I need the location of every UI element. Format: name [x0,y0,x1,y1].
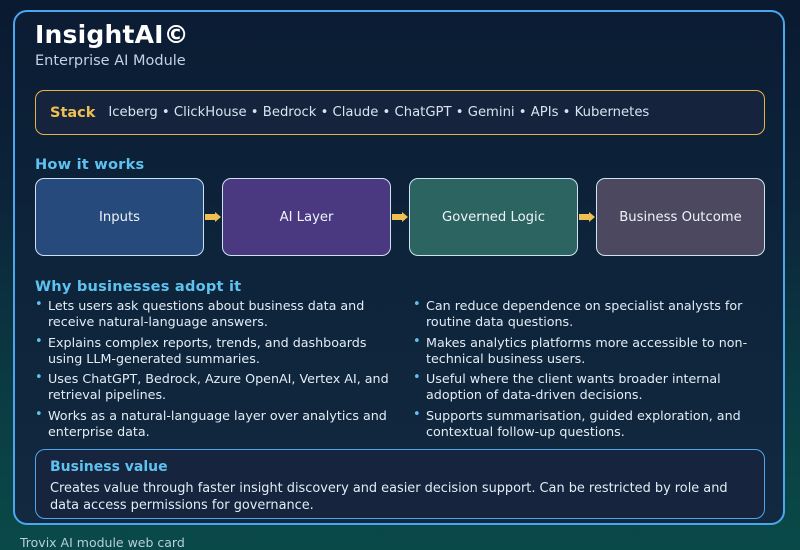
how-it-works-heading: How it works [35,156,145,173]
benefits-columns: Lets users ask questions about business … [35,297,777,444]
list-item: Works as a natural-language layer over a… [35,407,399,441]
list-item: Can reduce dependence on specialist anal… [413,297,777,331]
flow-step-inputs: Inputs [35,178,204,256]
flow-step-ai-layer: AI Layer [222,178,391,256]
list-item: Supports summarisation, guided explorati… [413,407,777,441]
main-card: InsightAI© Enterprise AI Module Stack Ic… [13,10,785,525]
business-value-text: Creates value through faster insight dis… [50,481,728,513]
flow-step-label: Business Outcome [619,209,742,225]
page-title: InsightAI© [35,20,189,49]
header: InsightAI© Enterprise AI Module [35,21,189,69]
flow-step-governed-logic: Governed Logic [409,178,578,256]
flow-arrow-icon [578,178,596,256]
list-item: Makes analytics platforms more accessibl… [413,334,777,368]
benefits-right-list: Can reduce dependence on specialist anal… [413,297,777,441]
list-item: Explains complex reports, trends, and da… [35,334,399,368]
why-adopt-heading: Why businesses adopt it [35,278,242,295]
flow-step-label: Governed Logic [442,209,545,225]
benefits-right-column: Can reduce dependence on specialist anal… [413,297,777,444]
benefits-left-list: Lets users ask questions about business … [35,297,399,441]
flow-step-label: Inputs [98,209,141,225]
benefits-left-column: Lets users ask questions about business … [35,297,399,444]
list-item: Lets users ask questions about business … [35,297,399,331]
page-subtitle: Enterprise AI Module [35,52,186,69]
business-value-title: Business value [50,459,168,475]
stack-items: Iceberg • ClickHouse • Bedrock • Claude … [108,105,650,120]
list-item: Useful where the client wants broader in… [413,370,777,404]
business-value-box: Business value Creates value through fas… [35,449,765,519]
stack-label: Stack [50,104,96,121]
flow-step-label: AI Layer [279,209,334,225]
flow-arrow-icon [204,178,222,256]
flow-arrow-icon [391,178,409,256]
stack-banner: Stack Iceberg • ClickHouse • Bedrock • C… [35,90,765,135]
list-item: Uses ChatGPT, Bedrock, Azure OpenAI, Ver… [35,370,399,404]
figure-caption: Trovix AI module web card [20,535,185,550]
flow-diagram: Inputs AI Layer Governed Logic Business … [35,178,765,256]
flow-step-business-outcome: Business Outcome [596,178,765,256]
